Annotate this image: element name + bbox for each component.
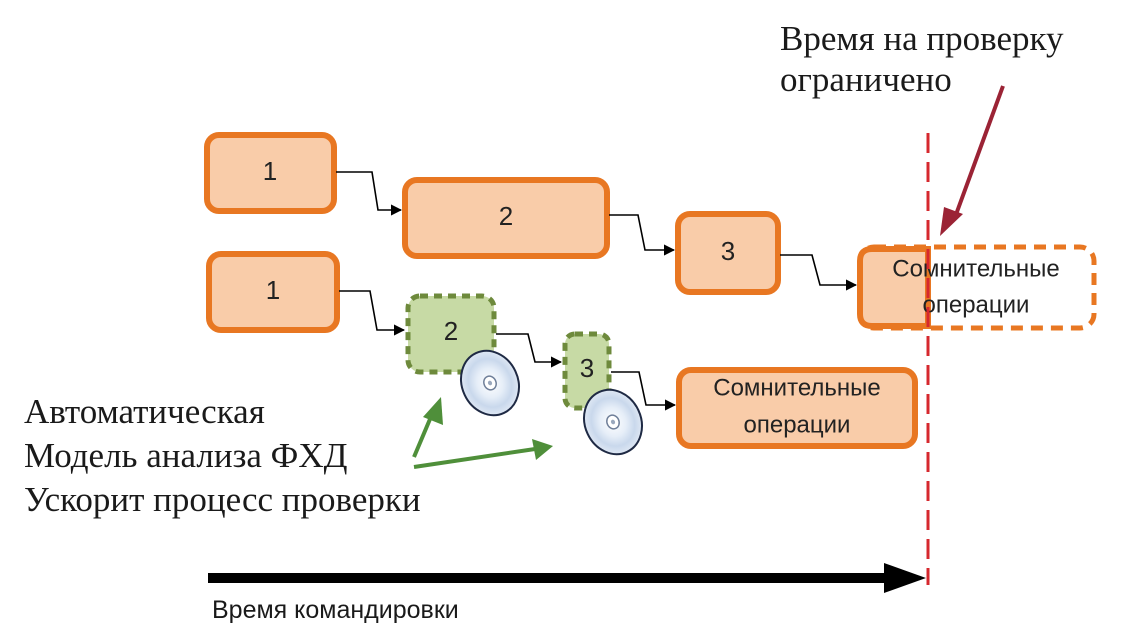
deadline-note-line1: Время на проверку — [780, 19, 1064, 58]
result-label-line1: Сомнительные — [892, 255, 1059, 282]
step-box-3 — [675, 211, 781, 295]
row-manual: 1 2 3 Сомнительные операции — [204, 132, 1097, 331]
connector-2-3 — [609, 214, 676, 256]
auto-connector-1-2 — [339, 290, 406, 336]
auto-connector-2-3 — [496, 333, 563, 368]
row-automated: 1 2 3 Сомнительные операции — [206, 251, 918, 456]
step-box-2 — [402, 177, 610, 259]
auto-step-label-1: 1 — [266, 275, 280, 305]
auto-step-box-1 — [206, 251, 340, 333]
deadline-note-line2: ограничено — [780, 60, 952, 100]
connector-1-2 — [336, 171, 403, 216]
result-label-line2: операции — [923, 291, 1030, 318]
automation-note-arrow-1 — [412, 397, 443, 458]
timeline-arrow — [208, 563, 926, 593]
timeline-label: Время командировки — [212, 596, 459, 624]
auto-connector-3-result — [611, 371, 677, 411]
automation-note-line1: Автоматическая — [24, 392, 265, 431]
connector-3-result — [780, 254, 858, 291]
step-label-1: 1 — [263, 156, 277, 186]
auto-result-label-line2: операции — [744, 411, 851, 438]
automation-note-line2: Модель анализа ФХД — [24, 435, 348, 475]
auto-result-label-line1: Сомнительные — [713, 374, 880, 401]
step-box-1 — [204, 132, 337, 214]
deadline-note-arrow — [940, 85, 1005, 236]
step-label-2: 2 — [499, 201, 513, 231]
auto-step-box-3 — [562, 331, 612, 411]
step-label-3: 3 — [721, 236, 735, 266]
auto-step-box-2 — [405, 293, 497, 375]
result-box-overflow — [857, 244, 1097, 331]
automation-note-line3: Ускорит процесс проверки — [24, 479, 421, 519]
automation-note-arrow-2 — [413, 439, 553, 469]
disc-icon — [583, 388, 643, 456]
auto-result-box — [676, 367, 918, 449]
result-box-solid-part — [857, 246, 931, 329]
auto-step-label-3: 3 — [580, 353, 594, 383]
deadline-note: Время на проверку ограничено — [780, 18, 1064, 101]
automation-note: Автоматическая Модель анализа ФХД Ускори… — [24, 390, 421, 521]
auto-step-label-2: 2 — [444, 316, 458, 346]
disc-icon — [460, 349, 520, 417]
